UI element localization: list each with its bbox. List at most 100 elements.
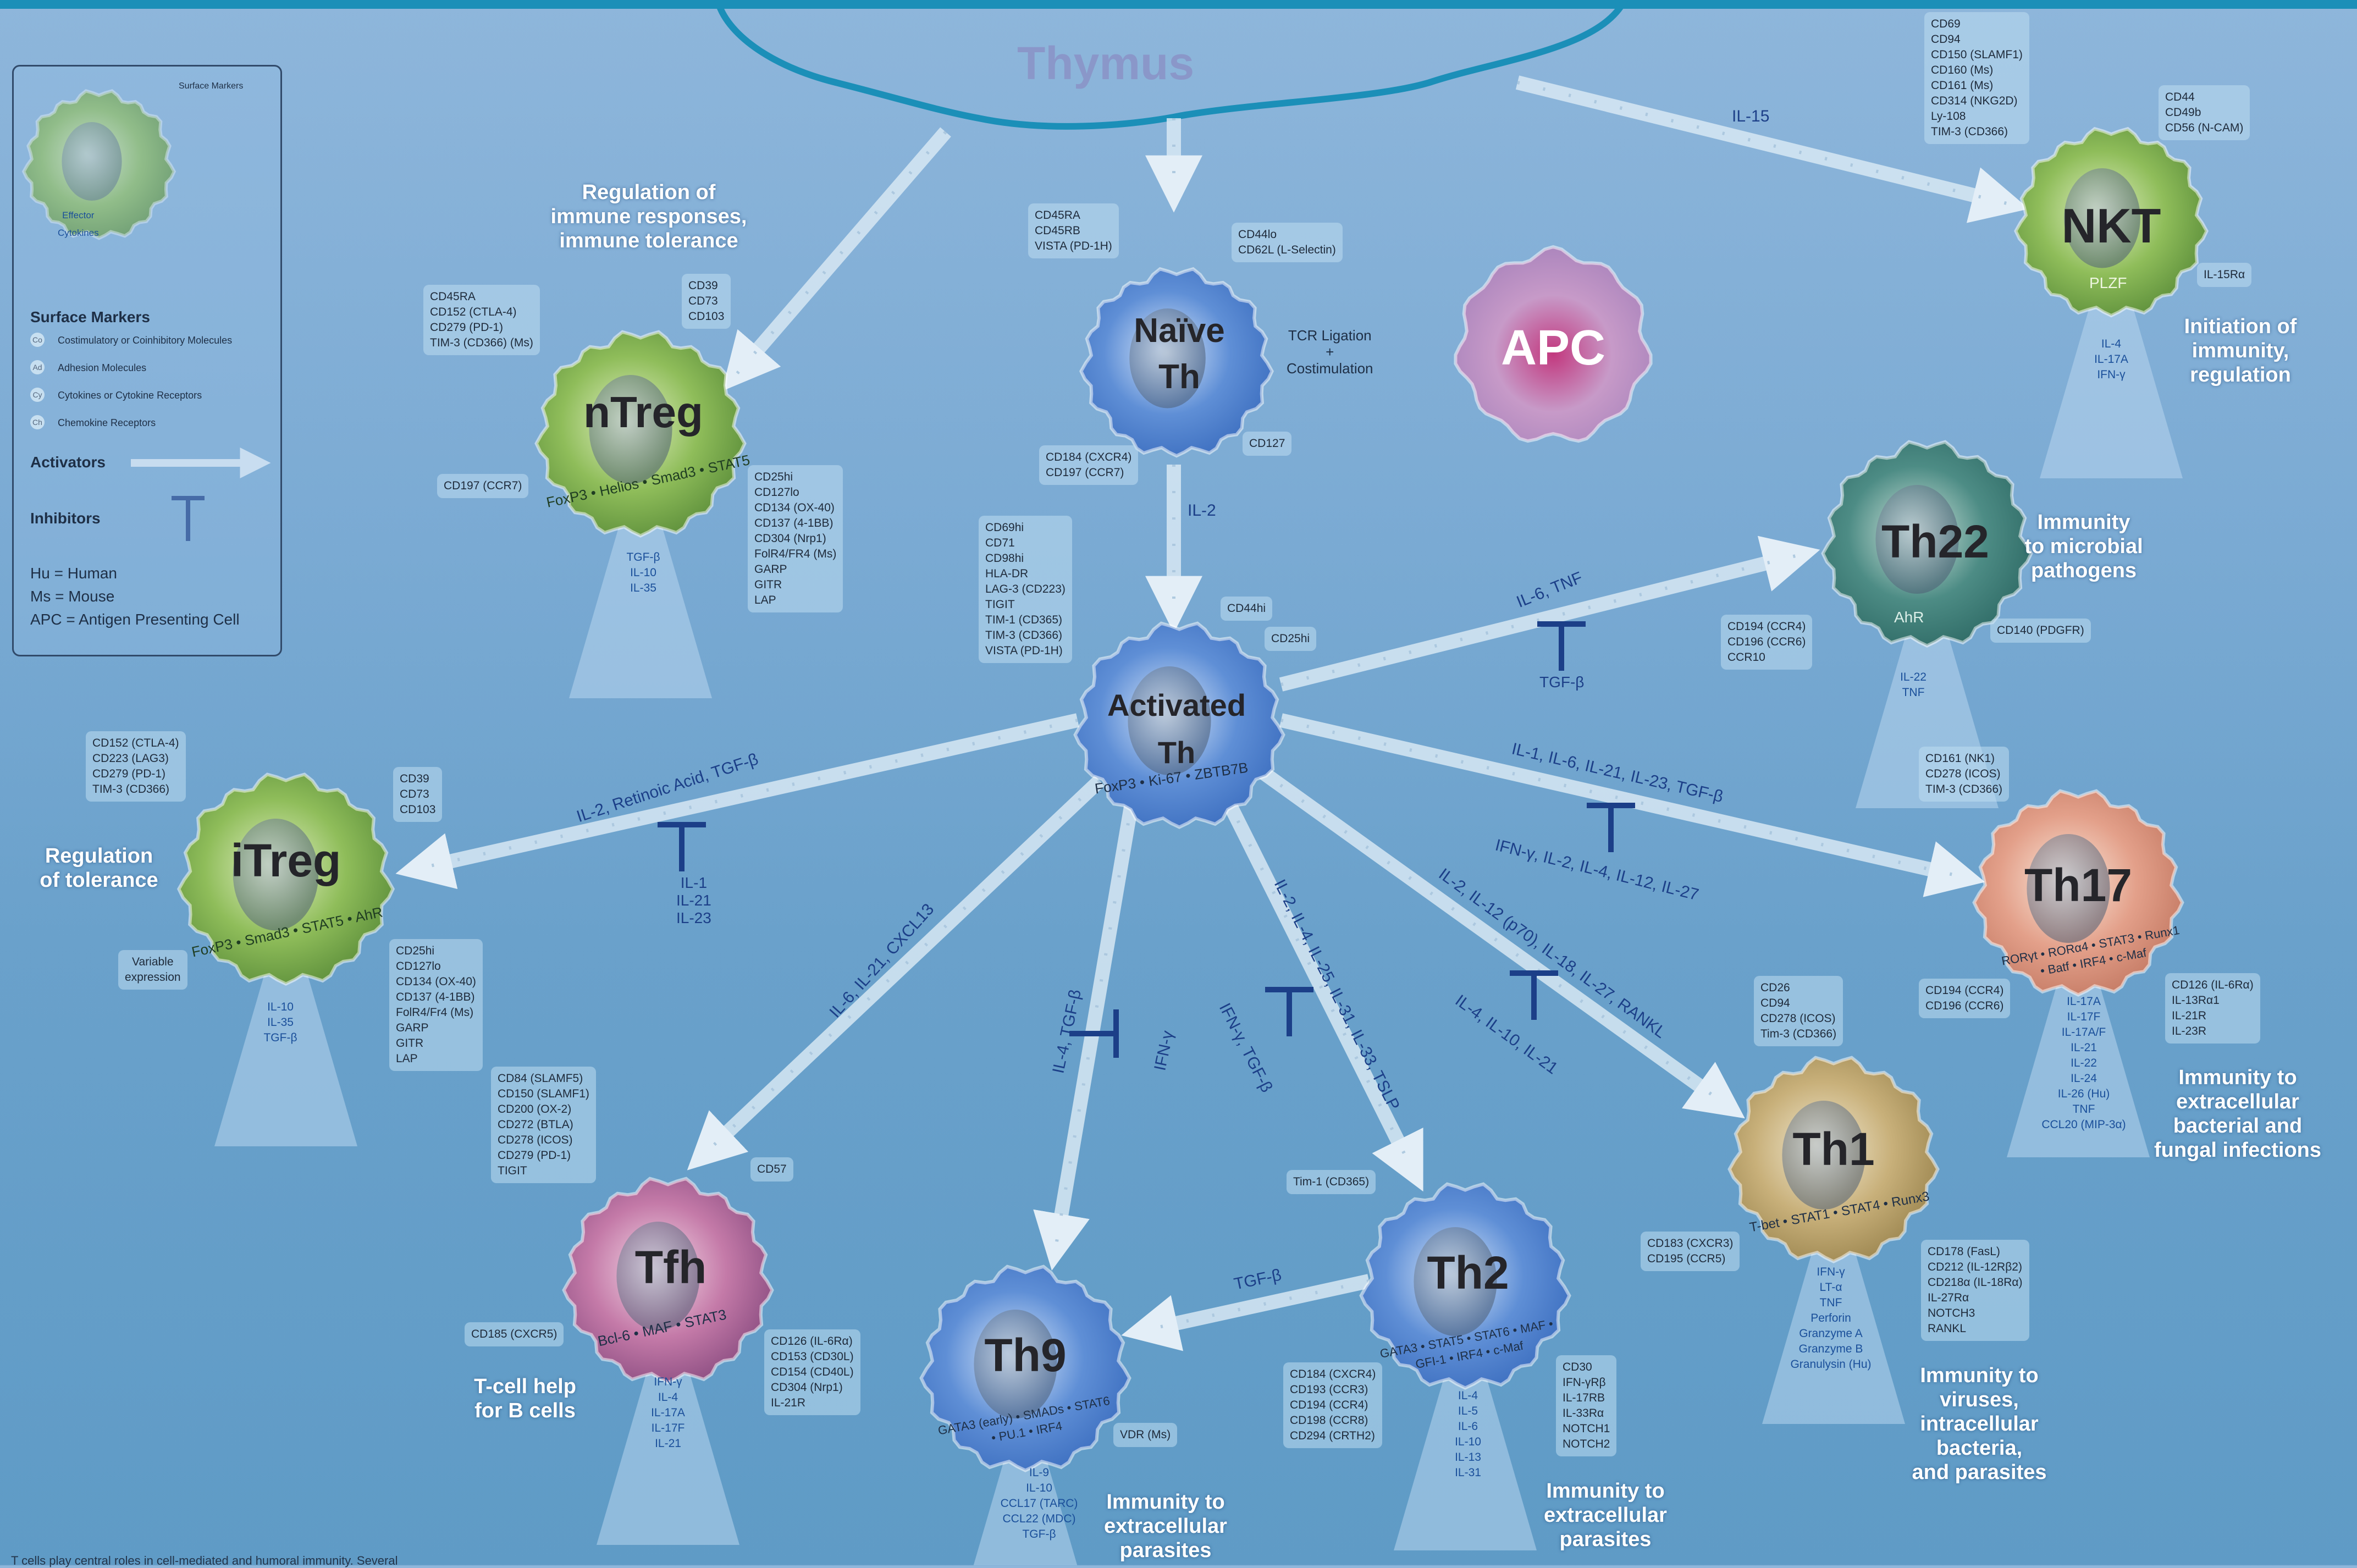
th2-co-box: Tim-1 (CD365) <box>1287 1170 1376 1194</box>
itreg-name: iTreg <box>230 835 341 886</box>
itreg-cell-nucleus <box>233 819 319 931</box>
activated-co-box: CD69hi CD71 CD98hi HLA-DR LAG-3 (CD223) … <box>979 516 1072 663</box>
itreg-co-box: CD152 (CTLA-4) CD223 (LAG3) CD279 (PD-1)… <box>86 731 186 802</box>
nkt-function: Initiation of immunity, regulation <box>2184 315 2297 387</box>
th1-cy-box: CD178 (FasL) CD212 (IL-12Rβ2) CD218α (IL… <box>1921 1240 2029 1341</box>
naive-ad-box: CD44lo CD62L (L-Selectin) <box>1232 223 1343 262</box>
legend-activators: Activators <box>30 454 106 471</box>
tfh-co-box: CD84 (SLAMF5) CD150 (SLAMF1) CD200 (OX-2… <box>491 1067 596 1183</box>
nkt-cell-effector-cone <box>2040 308 2183 478</box>
th2-effector: IL-4 IL-5 IL-6 IL-10 IL-13 IL-31 <box>1455 1389 1481 1479</box>
th1-function: Immunity to viruses, intracellular bacte… <box>1912 1364 2047 1484</box>
activated-to-th1-arrow <box>1255 764 1745 1119</box>
legend-apc: APC = Antigen Presenting Cell <box>30 611 240 628</box>
th2-to-th9-arrow <box>1121 1274 1371 1351</box>
legend-surface-tag: Surface Markers <box>179 81 244 91</box>
tfh-ch-box: CD185 (CXCR5) <box>465 1322 564 1346</box>
th17-effector: IL-17A IL-17F IL-17A/F IL-21 IL-22 IL-24… <box>2041 995 2126 1131</box>
thymus-bar <box>0 0 2357 9</box>
tfh-ad-box: CD57 <box>750 1157 793 1181</box>
legend-cy: Cytokines or Cytokine Receptors <box>58 390 202 401</box>
th22-effector: IL-22 TNF <box>1900 671 1927 699</box>
ntreg-co-box: CD45RA CD152 (CTLA-4) CD279 (PD-1) TIM-3… <box>423 285 540 355</box>
th1-cell-nucleus <box>1782 1101 1865 1210</box>
th17-cell-nucleus <box>2027 834 2110 943</box>
th9-cy-box: VDR (Ms) <box>1113 1423 1178 1447</box>
ch-badge: Ch <box>30 415 45 429</box>
th2-cell-effector-cone <box>1394 1380 1537 1550</box>
naive-cell-nucleus <box>1129 308 1206 408</box>
th17-function: Immunity to extracellular bacterial and … <box>2154 1066 2321 1162</box>
tfh-effector: IFN-γ IL-4 IL-17A IL-17F IL-21 <box>651 1376 685 1450</box>
activated-cell-nucleus <box>1128 666 1211 775</box>
naive-ch-box: CD184 (CXCR4) CD197 (CCR7) <box>1039 445 1139 485</box>
tfh-cy-box: CD126 (IL-6Rα) CD153 (CD30L) CD154 (CD40… <box>764 1329 860 1415</box>
nkt-ad-box: CD44 CD49b CD56 (N-CAM) <box>2159 85 2250 140</box>
th22-name: Th22 <box>1881 516 1990 567</box>
th22-function: Immunity to microbial pathogens <box>2024 511 2143 582</box>
itreg-inhibitor-mark <box>658 822 706 871</box>
footer-text: T cells play central roles in cell-media… <box>11 1554 398 1567</box>
itreg-effector: IL-10 IL-35 TGF-β <box>263 1001 297 1044</box>
th17-co-box: CD161 (NK1) CD278 (ICOS) TIM-3 (CD366) <box>1919 747 2010 802</box>
activated-to-itreg-arrow <box>395 713 1079 890</box>
activated-th-name: Activated Th <box>1107 688 1246 770</box>
apc-cell <box>1454 245 1653 443</box>
ntreg-ad-box: CD39 CD73 CD103 <box>682 274 731 329</box>
legend-ch: Chemokine Receptors <box>58 417 156 428</box>
legend-effector: Effector Cytokines <box>58 210 99 238</box>
activated-to-th17-arrow <box>1279 713 1985 897</box>
legend-ms: Ms = Mouse <box>30 588 115 605</box>
th1-co-box: CD26 CD94 CD278 (ICOS) Tim-3 (CD366) <box>1754 976 1843 1046</box>
th2-cy-box: CD30 IFN-γRβ IL-17RB IL-33Rα NOTCH1 NOTC… <box>1556 1355 1617 1456</box>
itreg-cy-box: CD25hi CD127lo CD134 (OX-40) CD137 (4-1B… <box>389 939 483 1071</box>
th22-cell-nucleus <box>1875 485 1959 594</box>
ntreg-cy-box: CD25hi CD127lo CD134 (OX-40) CD137 (4-1B… <box>748 465 843 612</box>
thymus-to-nkt-arrow <box>1515 75 2029 223</box>
th1-name: Th1 <box>1792 1123 1875 1175</box>
th9-effector: IL-9 IL-10 CCL17 (TARC) CCL22 (MDC) TGF-… <box>1000 1466 1078 1541</box>
th9-cell-effector-cone <box>973 1462 1078 1565</box>
activated-cy-box: CD25hi <box>1265 627 1317 651</box>
itreg-function: Regulation of tolerance <box>40 844 158 892</box>
nkt-cy-box: IL-15Rα <box>2197 263 2252 287</box>
th22-cy-box: CD140 (PDGFR) <box>1990 619 2091 643</box>
th17-cy-box: CD126 (IL-6Rα) IL-13Rα1 IL-21R IL-23R <box>2165 973 2260 1044</box>
th9-name: Th9 <box>984 1329 1067 1381</box>
itreg-inhibitor-label: IL-1 IL-21 IL-23 <box>676 874 711 926</box>
nkt-co-box: CD69 CD94 CD150 (SLAMF1) CD160 (Ms) CD16… <box>1924 12 2029 144</box>
ntreg-name: nTreg <box>583 388 703 437</box>
ntreg-cell-effector-cone <box>569 528 712 698</box>
nkt-cell-nucleus <box>2064 168 2140 268</box>
tfh-name: Tfh <box>634 1241 707 1293</box>
th22-inhibitor-mark <box>1537 621 1586 671</box>
th9-cell-nucleus <box>974 1310 1057 1418</box>
activated-to-th22-arrow <box>1279 535 1820 692</box>
th1-ch-box: CD183 (CXCR3) CD195 (CCR5) <box>1641 1232 1740 1271</box>
activated-to-tfh-arrow <box>687 775 1105 1171</box>
th2-inhibitor-mark <box>1265 987 1313 1036</box>
th2-function: Immunity to extracellular parasites <box>1544 1479 1667 1551</box>
activated-to-th9-arrow <box>1033 796 1140 1271</box>
legend-surface-heading: Surface Markers <box>30 308 150 325</box>
legend-co: Costimulatory or Coinhibitory Molecules <box>58 335 233 346</box>
th22-intracellular: AhR <box>1894 609 1924 626</box>
th9-inhibitor-mark <box>1069 1009 1119 1058</box>
ntreg-function: Regulation of immune responses, immune t… <box>550 181 747 252</box>
co-badge: Co <box>30 333 45 347</box>
itreg-ad-box: CD39 CD73 CD103 <box>393 767 443 822</box>
th2-cell-nucleus <box>1414 1227 1497 1336</box>
ad-badge: Ad <box>30 360 45 374</box>
legend-ad: Adhesion Molecules <box>58 362 147 373</box>
legend-panel: Surface Markers Effector Cytokines Surfa… <box>12 65 282 656</box>
activated-to-th2-arrow <box>1219 794 1423 1192</box>
ntreg-cell-nucleus <box>589 375 672 484</box>
th2-ch-box: CD184 (CXCR4) CD193 (CCR3) CD194 (CCR4) … <box>1283 1362 1383 1448</box>
apc-name: APC <box>1500 321 1606 376</box>
legend-hu: Hu = Human <box>30 565 117 582</box>
legend-inhibitors: Inhibitors <box>30 510 101 527</box>
naive-cy-box: CD127 <box>1243 432 1292 456</box>
ntreg-ch-box: CD197 (CCR7) <box>437 474 529 498</box>
tcr-ligation-note: TCR Ligation + Costimulation <box>1287 327 1373 377</box>
